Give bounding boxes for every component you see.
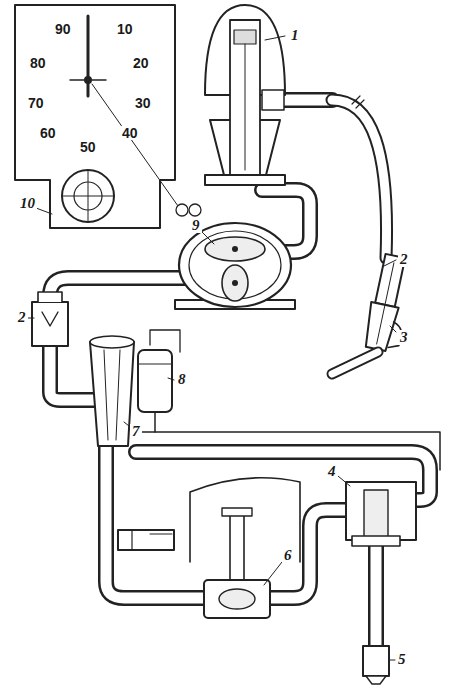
callout-number: 2 — [398, 252, 410, 267]
dial-number: 10 — [115, 22, 135, 36]
callout-number: 4 — [326, 464, 338, 479]
dial-number: 80 — [28, 56, 48, 70]
dial-number: 30 — [133, 96, 153, 110]
callout-number: 1 — [289, 28, 301, 43]
callout-number: 5 — [396, 652, 408, 667]
callout-number: 3 — [398, 330, 410, 345]
dial-number: 60 — [38, 126, 58, 140]
callout-number: 2 — [16, 310, 28, 325]
callout-number: 7 — [130, 424, 142, 439]
dial-number: 70 — [26, 96, 46, 110]
dial-number: 50 — [78, 140, 98, 154]
callout-number: 8 — [176, 372, 188, 387]
dial-number: 40 — [120, 126, 140, 140]
callout-number: 6 — [282, 548, 294, 563]
callout-number: 9 — [190, 218, 202, 233]
dial-number: 90 — [53, 22, 73, 36]
callout-number: 10 — [18, 196, 37, 211]
dial-number: 20 — [131, 56, 151, 70]
